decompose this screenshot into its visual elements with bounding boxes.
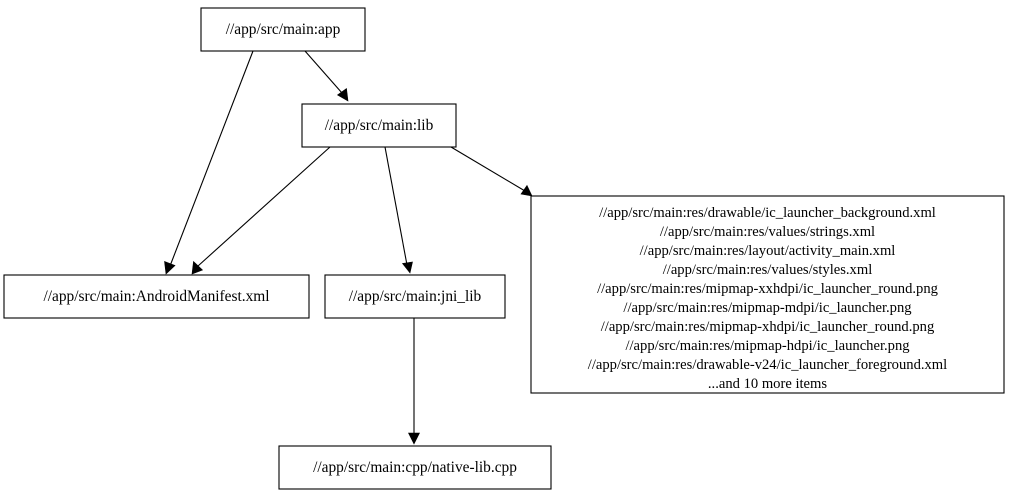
arrowhead-app-to-lib <box>336 87 349 102</box>
node-native-lib-cpp-label: //app/src/main:cpp/native-lib.cpp <box>313 459 517 476</box>
node-resources-line-1: //app/src/main:res/drawable/ic_launcher_… <box>599 205 936 221</box>
node-app-label: //app/src/main:app <box>226 21 341 38</box>
arrowhead-lib-to-resources <box>520 184 533 197</box>
node-resources-line-6: //app/src/main:res/mipmap-mdpi/ic_launch… <box>623 300 912 316</box>
edge-jni-lib-to-native-lib <box>408 318 420 445</box>
node-resources-line-3: //app/src/main:res/layout/activity_main.… <box>640 243 896 259</box>
node-resources-line-7: //app/src/main:res/mipmap-xhdpi/ic_launc… <box>601 319 935 335</box>
node-native-lib-cpp-box[interactable] <box>278 445 552 490</box>
node-app[interactable]: //app/src/main:app <box>200 7 366 52</box>
node-resources-box[interactable] <box>530 195 1005 394</box>
edge-lib-to-jni-lib <box>384 146 413 274</box>
node-jni-lib-box[interactable] <box>324 274 506 319</box>
edge-lib-to-manifest <box>191 146 331 275</box>
node-lib-label: //app/src/main:lib <box>325 117 434 134</box>
node-resources-line-8: //app/src/main:res/mipmap-hdpi/ic_launch… <box>625 338 910 354</box>
arrowhead-lib-to-jni-lib <box>401 261 413 274</box>
arrowhead-app-to-manifest <box>164 261 176 275</box>
edge-line-lib-to-jni-lib <box>384 146 408 266</box>
edge-line-app-to-manifest <box>169 50 254 267</box>
node-android-manifest[interactable]: //app/src/main:AndroidManifest.xml <box>3 274 310 319</box>
edge-layer <box>164 50 533 445</box>
arrowhead-lib-to-manifest <box>191 260 204 275</box>
edge-line-app-to-lib <box>304 50 343 94</box>
node-layer: //app/src/main:app //app/src/main:lib //… <box>3 7 1005 490</box>
node-resources[interactable]: //app/src/main:res/drawable/ic_launcher_… <box>530 195 1005 394</box>
node-android-manifest-label: //app/src/main:AndroidManifest.xml <box>43 288 269 305</box>
edge-app-to-lib <box>304 50 349 102</box>
edge-app-to-manifest <box>164 50 254 275</box>
node-resources-line-2: //app/src/main:res/values/strings.xml <box>660 224 875 240</box>
node-resources-line-10: ...and 10 more items <box>708 376 827 392</box>
node-jni-lib-label: //app/src/main:jni_lib <box>349 288 482 305</box>
edge-line-lib-to-resources <box>450 146 526 192</box>
edge-lib-to-resources <box>450 146 533 197</box>
node-lib[interactable]: //app/src/main:lib <box>301 103 457 148</box>
node-lib-box[interactable] <box>301 103 457 148</box>
edge-line-lib-to-manifest <box>197 146 331 267</box>
node-native-lib-cpp[interactable]: //app/src/main:cpp/native-lib.cpp <box>278 445 552 490</box>
node-jni-lib[interactable]: //app/src/main:jni_lib <box>324 274 506 319</box>
node-android-manifest-box[interactable] <box>3 274 310 319</box>
node-resources-line-4: //app/src/main:res/values/styles.xml <box>663 262 873 278</box>
arrowhead-jni-lib-to-native-lib <box>408 432 420 445</box>
node-resources-line-9: //app/src/main:res/drawable-v24/ic_launc… <box>588 357 947 373</box>
node-app-box[interactable] <box>200 7 366 52</box>
node-resources-line-5: //app/src/main:res/mipmap-xxhdpi/ic_laun… <box>597 281 939 297</box>
